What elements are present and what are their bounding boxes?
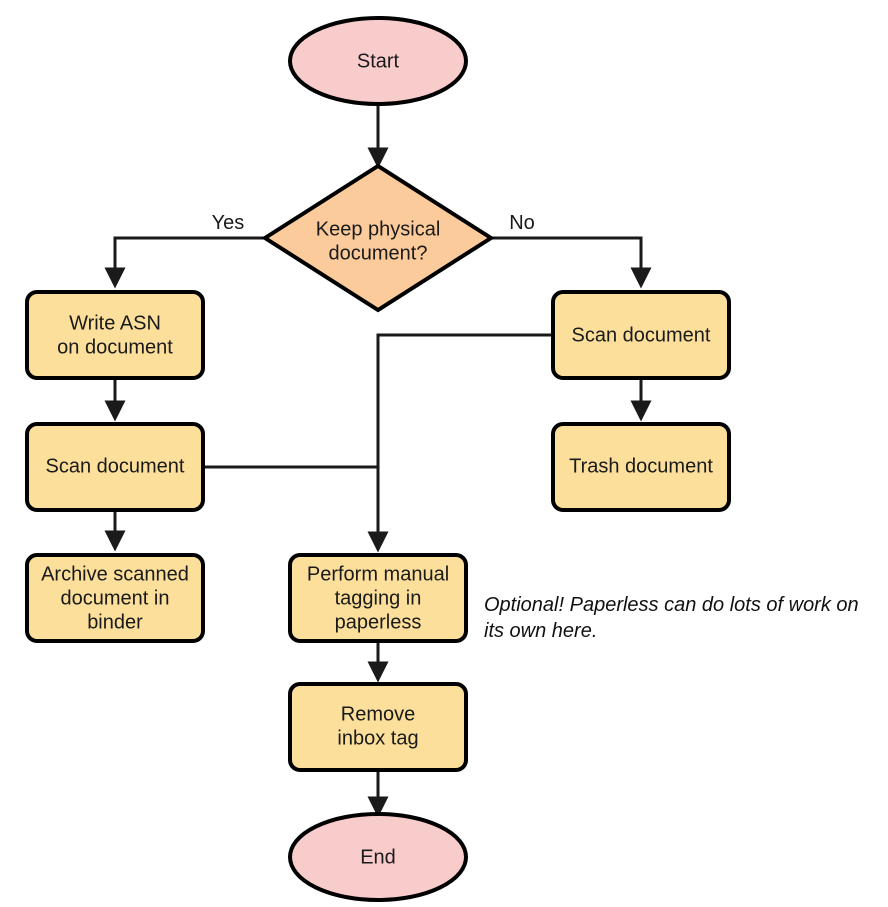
scan-document-right-box-shape[interactable] [551, 290, 731, 380]
node-start-label: Start [357, 50, 400, 72]
node-start[interactable]: Start [288, 16, 468, 106]
edge-scan-right-to-tagging [367, 333, 552, 553]
node-write-asn-on-document[interactable]: Write ASN on document [25, 290, 205, 380]
node-archive-label-line3: binder [87, 611, 143, 633]
archive-box-shape[interactable] [25, 553, 205, 643]
edge-decision-to-write [104, 236, 265, 289]
start-terminator-shape[interactable] [288, 16, 468, 106]
node-decision-keep-physical-document[interactable]: Keep physical document? [261, 163, 495, 313]
remove-inbox-tag-box-shape[interactable] [288, 682, 468, 772]
trash-document-box-shape[interactable] [551, 422, 731, 512]
optional-note-line2: its own here. [484, 620, 597, 642]
edge-decision-to-scan-right [491, 236, 652, 289]
node-end-label: End [360, 846, 396, 868]
node-archive-scanned-document[interactable]: Archive scanned document in binder [25, 553, 205, 643]
node-perform-manual-tagging[interactable]: Perform manual tagging in paperless [288, 553, 468, 643]
optional-note: Optional! Paperless can do lots of work … [484, 594, 859, 642]
decision-diamond-shape[interactable] [261, 163, 495, 313]
edge-label-yes: Yes [212, 212, 245, 234]
node-tagging-label-line3: paperless [335, 611, 422, 633]
scan-document-left-box-shape[interactable] [25, 422, 205, 512]
node-end[interactable]: End [288, 812, 468, 902]
optional-note-line1: Optional! Paperless can do lots of work … [484, 594, 859, 616]
node-decision-label-line1: Keep physical [316, 218, 441, 240]
node-trash-document[interactable]: Trash document [551, 422, 731, 512]
node-scan-document-right[interactable]: Scan document [551, 290, 731, 380]
node-inbox-label-line2: inbox tag [337, 727, 418, 749]
node-scan-right-label: Scan document [572, 324, 711, 346]
node-write-label-line1: Write ASN [69, 312, 161, 334]
node-write-label-line2: on document [57, 336, 173, 358]
edge-label-no: No [509, 212, 535, 234]
node-decision-label-line2: document? [329, 242, 428, 264]
node-inbox-label-line1: Remove [341, 703, 415, 725]
node-scan-document-left[interactable]: Scan document [25, 422, 205, 512]
node-archive-label-line2: document in [61, 587, 170, 609]
edge-group [104, 103, 652, 818]
node-trash-label: Trash document [569, 455, 713, 477]
node-tagging-label-line1: Perform manual [307, 563, 449, 585]
node-remove-inbox-tag[interactable]: Remove inbox tag [288, 682, 468, 772]
manual-tagging-box-shape[interactable] [288, 553, 468, 643]
node-archive-label-line1: Archive scanned [41, 563, 189, 585]
node-scan-left-label: Scan document [46, 455, 185, 477]
write-asn-box-shape[interactable] [25, 290, 205, 380]
node-tagging-label-line2: tagging in [335, 587, 422, 609]
end-terminator-shape[interactable] [288, 812, 468, 902]
